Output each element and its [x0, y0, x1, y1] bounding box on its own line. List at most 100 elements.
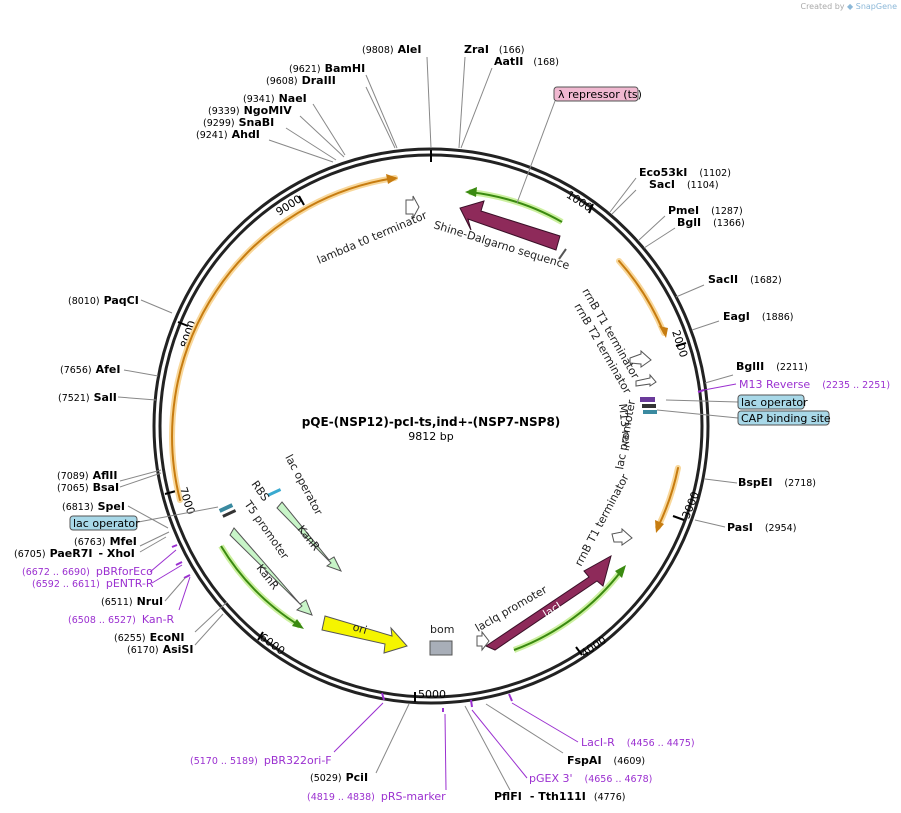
- lac-operator-inner-marker: [267, 488, 282, 497]
- lac-operator-marker: [642, 404, 656, 408]
- svg-text:(6592 .. 6611)pENTR-R: (6592 .. 6611)pENTR-R: [32, 577, 154, 590]
- svg-text:SacII(1682): SacII(1682): [708, 273, 782, 286]
- orange-arrowhead: [386, 174, 398, 184]
- laciq-promoter-arrow: [476, 630, 490, 652]
- tick-label: 5000: [418, 688, 446, 701]
- ori-arrow: [321, 615, 408, 654]
- svg-text:rrnB T1 terminator: rrnB T1 terminator: [572, 472, 632, 569]
- enzyme-labels: (9808)AleI ZraI(166) AatII(168) (9621)Ba…: [14, 43, 816, 803]
- svg-text:(4819 .. 4838)pRS-marker: (4819 .. 4838)pRS-marker: [307, 790, 446, 803]
- svg-text:lacIq promoter: lacIq promoter: [473, 583, 550, 635]
- tick-3000: [672, 515, 685, 521]
- svg-text:BspEI(2718): BspEI(2718): [738, 476, 816, 489]
- svg-text:(7656)AfeI: (7656)AfeI: [60, 363, 120, 376]
- svg-text:Eco53kI(1102): Eco53kI(1102): [639, 166, 731, 179]
- cap-site-marker: [643, 410, 657, 414]
- svg-text:(5170 .. 5189)pBR322ori-F: (5170 .. 5189)pBR322ori-F: [190, 754, 332, 767]
- svg-text:(7521)SalI: (7521)SalI: [58, 391, 117, 404]
- feature-leader-lines: [132, 100, 739, 524]
- boxed-feature-labels: λ repressor (ts) lac operator CAP bindin…: [69, 86, 831, 531]
- svg-text:lac operator: lac operator: [282, 452, 325, 517]
- ring-ticks: [164, 150, 687, 702]
- svg-text:ori: ori: [351, 620, 368, 637]
- svg-text:(6170)AsiSI: (6170)AsiSI: [127, 643, 193, 656]
- shine-dalgarno-marker: [558, 248, 567, 260]
- lac-operator-right-label: lac operator: [741, 396, 808, 409]
- tick-1000: [588, 203, 594, 214]
- svg-text:(9241)AhdI: (9241)AhdI: [196, 128, 260, 141]
- tick-6000: [257, 631, 264, 641]
- svg-text:(9339)NgoMIV: (9339)NgoMIV: [208, 104, 292, 117]
- svg-text:(6705)PaeR7I- XhoI: (6705)PaeR7I- XhoI: [14, 547, 135, 560]
- svg-text:(7065)BsaI: (7065)BsaI: [57, 481, 119, 494]
- tick-9000: [298, 195, 305, 206]
- bom-box: [429, 640, 453, 656]
- credit-brand: SnapGene: [855, 2, 897, 11]
- svg-text:(7089)AflII: (7089)AflII: [57, 469, 117, 482]
- svg-text:(5029)PciI: (5029)PciI: [310, 771, 368, 784]
- svg-text:BglI(1366): BglI(1366): [677, 216, 745, 229]
- m13-rev-marker: [640, 397, 655, 402]
- laci-cds-arrow: [484, 554, 612, 651]
- tick-4000: [575, 646, 583, 656]
- svg-text:M13 rev: M13 rev: [616, 403, 634, 449]
- svg-text:(6763)MfeI: (6763)MfeI: [74, 535, 137, 548]
- primer-marks: [171, 389, 705, 712]
- plasmid-size: 9812 bp: [408, 430, 453, 443]
- svg-text:EagI(1886): EagI(1886): [723, 310, 794, 323]
- kanr-arrow-1: [229, 527, 313, 616]
- svg-text:(9808)AleI: (9808)AleI: [362, 43, 421, 56]
- enzyme-leader-lines: [117, 56, 738, 791]
- snapgene-credit: Created by ◆ SnapGene: [800, 2, 897, 11]
- rbs-marker: [218, 503, 234, 513]
- svg-text:BglII(2211): BglII(2211): [736, 360, 808, 373]
- tick-label: 4000: [578, 634, 608, 660]
- credit-prefix: Created by: [800, 2, 845, 11]
- svg-text:PmeI(1287): PmeI(1287): [668, 204, 743, 217]
- svg-text:(6813)SpeI: (6813)SpeI: [62, 500, 125, 513]
- svg-text:bom: bom: [430, 623, 454, 636]
- svg-text:(6255)EcoNI: (6255)EcoNI: [114, 631, 184, 644]
- cds-arrows: [218, 195, 657, 656]
- t5-marker: [222, 509, 237, 518]
- svg-text:(6508 .. 6527)Kan-R: (6508 .. 6527)Kan-R: [68, 613, 175, 626]
- repressor-label: λ repressor (ts): [558, 88, 642, 101]
- tick-label: 3000: [680, 490, 703, 521]
- rrnb-t1-terminator-b-arrow: [611, 527, 633, 546]
- svg-text:KanR: KanR: [254, 562, 282, 593]
- svg-text:PasI(2954): PasI(2954): [727, 521, 796, 534]
- svg-text:(8010)PaqCI: (8010)PaqCI: [68, 294, 139, 307]
- rrnb-t1-terminator-arrow: [629, 349, 652, 368]
- svg-text:(6511)NruI: (6511)NruI: [101, 595, 163, 608]
- primer-leader-lines: [149, 383, 737, 791]
- cap-site-label: CAP binding site: [741, 412, 831, 425]
- rrnb-t2-terminator-arrow: [635, 373, 657, 387]
- svg-text:M13 Reverse(2235 .. 2251): M13 Reverse(2235 .. 2251): [739, 378, 890, 391]
- svg-text:AatII(168): AatII(168): [494, 55, 559, 68]
- svg-text:(6672 .. 6690)pBRforEco: (6672 .. 6690)pBRforEco: [22, 565, 153, 578]
- svg-text:lambda t0 terminator: lambda t0 terminator: [315, 209, 429, 267]
- svg-text:pGEX 3'(4656 .. 4678): pGEX 3'(4656 .. 4678): [529, 772, 652, 785]
- lac-operator-left-label: lac operator: [73, 517, 140, 530]
- tick-7000: [164, 490, 177, 495]
- tick-2000: [675, 342, 687, 347]
- svg-text:FspAI(4609): FspAI(4609): [567, 754, 645, 767]
- svg-text:(9621)BamHI: (9621)BamHI: [289, 62, 365, 75]
- kanr-arrow-2: [276, 501, 343, 572]
- cap-site-box: [737, 410, 830, 426]
- orange-features: [169, 174, 681, 533]
- svg-text:(9341)NaeI: (9341)NaeI: [243, 92, 307, 105]
- svg-text:(9299)SnaBI: (9299)SnaBI: [203, 116, 274, 129]
- svg-text:(9608)DraIII: (9608)DraIII: [266, 74, 336, 87]
- primer-labels: M13 Reverse(2235 .. 2251) LacI-R(4456 ..…: [22, 378, 890, 803]
- repressor-box: [553, 86, 639, 102]
- lac-operator-right-box: [737, 394, 805, 410]
- svg-text:SacI(1104): SacI(1104): [649, 178, 719, 191]
- plasmid-title: pQE-(NSP12)-pcI-ts,ind+-(NSP7-NSP8) 9812…: [302, 415, 561, 443]
- plasmid-name: pQE-(NSP12)-pcI-ts,ind+-(NSP7-NSP8): [302, 415, 561, 429]
- svg-text:ZraI(166): ZraI(166): [464, 43, 524, 56]
- tick-8000: [177, 321, 189, 327]
- lambda-t0-terminator-arrow: [405, 195, 420, 219]
- snapgene-logo-icon: ◆: [847, 2, 854, 11]
